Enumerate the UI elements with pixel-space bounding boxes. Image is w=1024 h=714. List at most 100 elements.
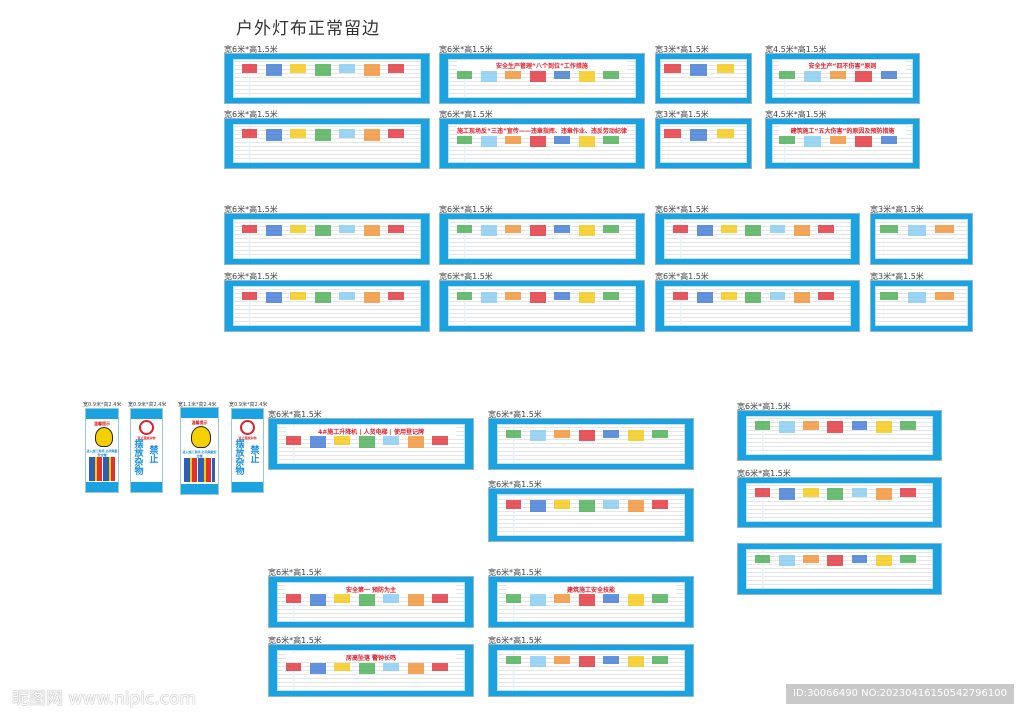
illustration-block xyxy=(363,291,380,303)
size-label: 宽6米*高1.5米 xyxy=(488,636,542,645)
illustration-block xyxy=(664,64,682,73)
vertical-sign-helmet-large[interactable]: 温馨提示 进入施工现场 必须佩戴安全帽 xyxy=(180,407,219,495)
banner-artwork xyxy=(664,286,851,326)
banner-artwork xyxy=(875,219,968,259)
illustration-block xyxy=(314,291,331,303)
vertical-sign-no-debris[interactable]: 禁止摆放杂物 摆放杂物 禁止 xyxy=(130,408,163,493)
size-label: 宽6米*高1.5米 xyxy=(224,110,278,119)
illustration-block xyxy=(383,662,400,672)
size-label: 宽6米*高1.5米 xyxy=(268,568,322,577)
banner-8[interactable]: 建筑施工“五大伤害”的原因及预防措施 xyxy=(765,118,920,169)
illustration-block xyxy=(334,662,351,672)
banner-2[interactable]: 安全生产管理“八个到位”工作措施 xyxy=(439,53,645,104)
size-label: 宽4.5米*高1.5米 xyxy=(765,110,827,119)
banner-artwork xyxy=(448,286,636,326)
illustration-block xyxy=(285,594,302,603)
illustration-block xyxy=(432,436,448,445)
banner-5[interactable] xyxy=(224,118,430,169)
illustration-block xyxy=(363,224,380,236)
banner-13[interactable] xyxy=(224,280,430,332)
illustration-block xyxy=(388,224,404,233)
banner-12[interactable] xyxy=(870,213,973,265)
banner-15[interactable] xyxy=(655,280,860,332)
illustration-block xyxy=(339,129,356,138)
banner-6[interactable]: 施工现场反“三违”宣传——违章指挥、违章作业、违反劳动纪律 xyxy=(439,118,645,169)
illustration-block xyxy=(907,224,926,236)
vertical-sign-no-debris[interactable]: 禁止摆放杂物 摆放杂物 禁止 xyxy=(231,408,264,493)
banner-3[interactable] xyxy=(655,53,752,104)
banner-18[interactable] xyxy=(488,418,694,470)
illustration-block xyxy=(880,136,898,145)
illustration-block xyxy=(803,421,819,430)
banner-artwork xyxy=(233,286,421,326)
illustration-block xyxy=(529,136,546,148)
banner-14[interactable] xyxy=(439,280,645,332)
banner-7[interactable] xyxy=(655,118,752,169)
banner-22[interactable] xyxy=(737,543,942,595)
illustration-block xyxy=(241,129,258,138)
illustration-block xyxy=(339,291,356,300)
banner-16[interactable] xyxy=(870,280,973,332)
safety-symbols-grid xyxy=(184,458,215,482)
illustration-block xyxy=(334,594,351,603)
illustration-block xyxy=(265,64,282,76)
illustration-block xyxy=(529,291,546,303)
illustration-block xyxy=(529,594,546,606)
sign-header: 温馨提示 xyxy=(191,420,208,425)
illustration-block xyxy=(505,655,522,665)
illustration-block xyxy=(290,129,307,138)
banner-20[interactable] xyxy=(737,410,942,461)
illustration-block xyxy=(603,429,620,438)
illustration-block xyxy=(456,291,473,300)
illustration-block xyxy=(505,291,522,300)
banner-10[interactable] xyxy=(439,213,645,265)
banner-4[interactable]: 安全生产“四不伤害”原则 xyxy=(765,53,920,104)
illustration-block xyxy=(721,224,737,233)
illustration-block xyxy=(900,554,917,563)
illustration-block xyxy=(578,71,595,83)
illustration-block xyxy=(793,291,810,303)
banner-24[interactable]: 建筑施工安全技能 xyxy=(488,576,694,628)
illustration-block xyxy=(627,655,644,668)
banner-23[interactable]: 安全第一 预防为主 xyxy=(268,576,474,628)
banner-21[interactable] xyxy=(737,477,942,528)
illustration-block xyxy=(290,64,307,73)
illustration-block xyxy=(690,64,708,76)
illustration-block xyxy=(529,655,546,668)
banner-artwork xyxy=(233,219,421,259)
illustration-block xyxy=(603,499,620,509)
banner-11[interactable] xyxy=(655,213,860,265)
illustration-block xyxy=(855,136,872,148)
illustration-block xyxy=(880,71,898,80)
banner-title: 施工现场反“三违”宣传——违章指挥、违章作业、违反劳动纪律 xyxy=(456,126,628,136)
banner-25[interactable]: 房高坠落 警钟长鸣 xyxy=(268,644,474,697)
banner-artwork: 安全第一 预防为主 xyxy=(277,582,465,622)
illustration-block xyxy=(879,291,898,300)
banner-title: 建筑施工“五大伤害”的原因及预防措施 xyxy=(778,126,907,136)
illustration-block xyxy=(900,421,917,430)
banner-title: 安全第一 预防为主 xyxy=(285,584,457,594)
size-label: 宽6米*高1.5米 xyxy=(224,272,278,281)
illustration-block xyxy=(285,436,302,445)
illustration-block xyxy=(690,129,708,141)
banner-artwork: 安全生产“四不伤害”原则 xyxy=(772,58,913,99)
illustration-block xyxy=(309,662,326,675)
banner-17[interactable]: 4#施工升降机 | 人货电梯 | 使用登记牌 xyxy=(268,418,474,470)
banner-artwork xyxy=(746,482,933,523)
vertical-sign-helmet[interactable]: 温馨提示 进入施工现场 必须佩戴安全帽 xyxy=(85,408,119,493)
size-label: 宽6米*高1.5米 xyxy=(439,205,493,214)
illustration-block xyxy=(505,224,522,233)
illustration-block xyxy=(745,224,762,236)
illustration-block xyxy=(716,64,734,73)
size-label: 宽6米*高1.5米 xyxy=(439,45,493,54)
banner-26[interactable] xyxy=(488,644,694,697)
illustration-block xyxy=(745,291,762,303)
illustration-block xyxy=(334,436,351,445)
illustration-block xyxy=(480,71,497,83)
banner-19[interactable] xyxy=(488,488,694,542)
illustration-block xyxy=(554,655,571,665)
sign-text-left: 摆放杂物 xyxy=(134,440,144,477)
banner-1[interactable] xyxy=(224,53,430,104)
illustration-block xyxy=(388,291,404,300)
banner-9[interactable] xyxy=(224,213,430,265)
